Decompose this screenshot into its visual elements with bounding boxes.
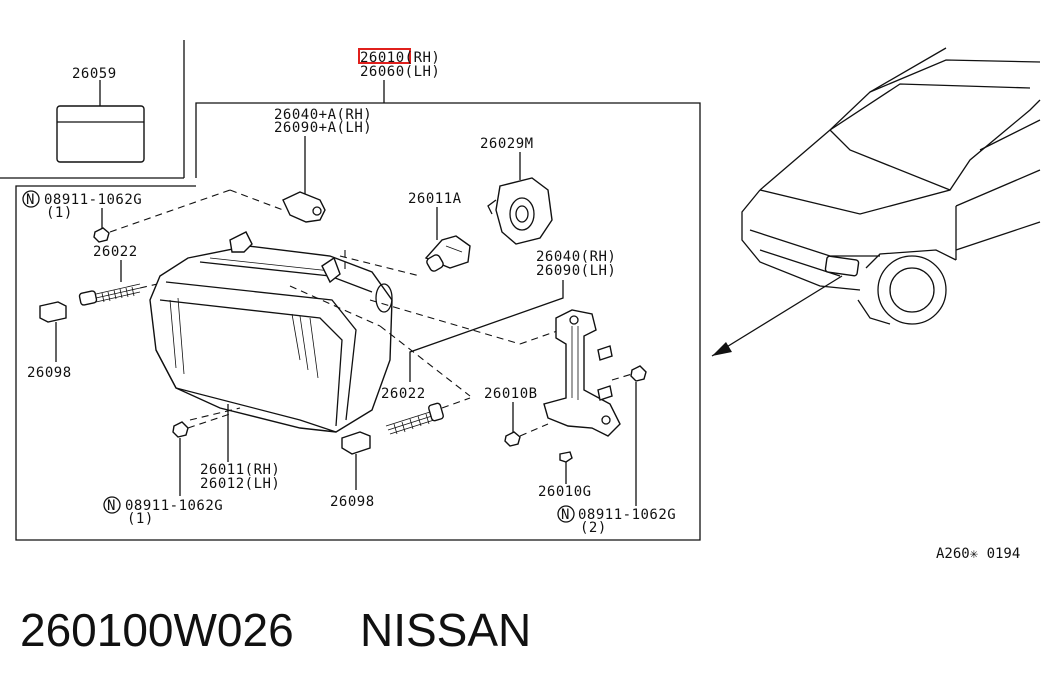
nut-bottom-right-qty: (2) (580, 520, 607, 536)
label-lamp-lh: 26012(LH) (200, 476, 280, 492)
nut-top-left-qty: (1) (46, 205, 73, 221)
label-grommet-lh: 26090+A(LH) (274, 120, 372, 136)
bulb-box-frame: 26059 (0, 40, 185, 179)
grommet-part (282, 191, 326, 223)
label-clip-bottom: 26098 (330, 494, 375, 510)
label-screw-mid: 26022 (381, 386, 426, 402)
socket-part (487, 177, 553, 245)
screw-mid (385, 397, 471, 435)
brand-name: NISSAN (360, 604, 531, 656)
label-bracket-lh: 26090(LH) (536, 263, 616, 279)
part-number: 260100W026 (20, 604, 294, 656)
nut-bottom-left: N 08911-1062G (1) (103, 413, 231, 527)
dashed-leaders (189, 250, 561, 421)
bolt-b (504, 402, 549, 447)
label-grommet-rh: 26040+A(RH) (274, 107, 372, 123)
label-clip-left: 26098 (27, 365, 72, 381)
clip-bottom: 26098 (330, 431, 375, 510)
nut-top-left-code: 08911-1062G (44, 192, 142, 208)
vehicle-illustration (711, 47, 1041, 357)
nut-bottom-left-code: 08911-1062G (125, 498, 223, 514)
nut-bottom-right: N 08911-1062G (2) (557, 365, 676, 536)
label-socket: 26029M (480, 136, 534, 152)
label-assembly-rh: 26010(RH) (360, 50, 440, 66)
nut-symbol-1: N (26, 192, 35, 208)
bulb-part (424, 235, 471, 272)
headlamp-body (149, 231, 393, 433)
label-screw-left: 26022 (93, 244, 138, 260)
label-bolt-g: 26010G (538, 484, 592, 500)
label-bolt-b: 26010B (484, 386, 538, 402)
highlight-box (358, 48, 411, 64)
nut-symbol-3: N (561, 507, 570, 523)
nut-bottom-left-qty: (1) (127, 511, 154, 527)
screw-left (78, 279, 176, 306)
main-frame (15, 80, 701, 541)
clip-left: 26098 (27, 301, 72, 381)
nut-symbol-2: N (107, 498, 116, 514)
label-bulb: 26011A (408, 191, 462, 207)
label-bulb-box: 26059 (72, 66, 117, 82)
label-bracket-rh: 26040(RH) (536, 249, 616, 265)
nut-top-left: N 08911-1062G (1) (22, 189, 284, 243)
diagram-code: A260✳ 0194 (936, 546, 1020, 562)
bracket-part (543, 309, 621, 437)
label-lamp-rh: 26011(RH) (200, 462, 280, 478)
bolt-g: 26010G (538, 451, 592, 500)
nut-bottom-right-code: 08911-1062G (578, 507, 676, 523)
label-assembly-lh: 26060(LH) (360, 64, 440, 80)
